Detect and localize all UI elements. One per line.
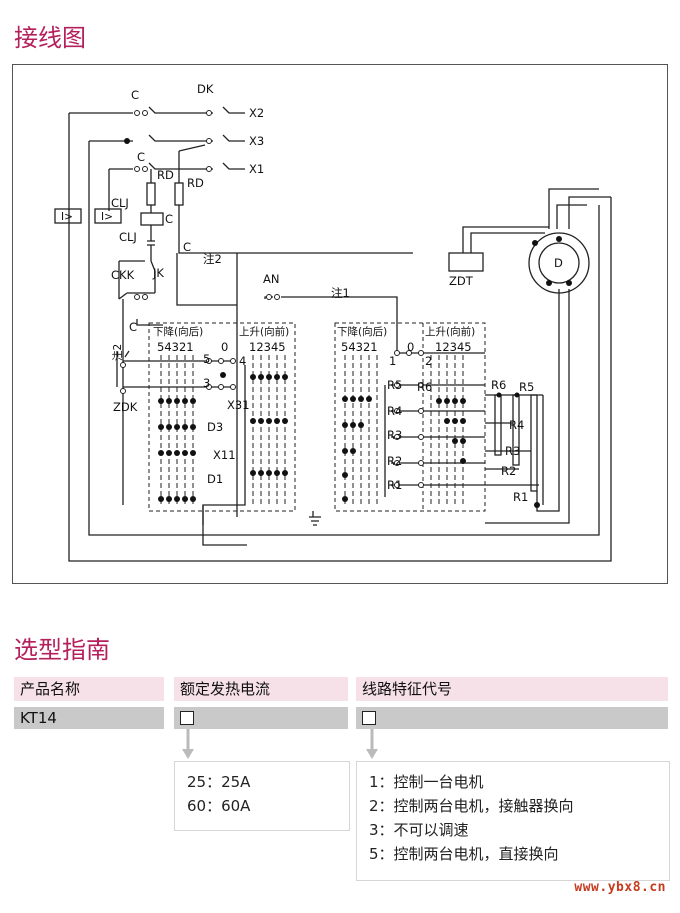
label-r3-ctrl: R3 (387, 428, 402, 442)
wiring-diagram-title: 接线图 (14, 24, 86, 52)
circuit-code-slot (356, 707, 668, 729)
circuit-options: 1：控制一台电机 2：控制两台电机，接触器换向 3：不可以调速 5：控制两台电机… (356, 761, 670, 881)
label-x2: X2 (249, 106, 264, 120)
product-value: KT14 (14, 707, 164, 729)
label-n4: 4 (239, 354, 246, 368)
label-x11: X11 (213, 448, 236, 462)
label-x3: X3 (249, 134, 264, 148)
label-r4-ctrl: R4 (387, 404, 402, 418)
label-n3: 3 (203, 376, 210, 390)
label-r3: R3 (505, 444, 520, 458)
label-note1: 注1 (331, 286, 350, 300)
site-watermark: www.ybx8.cn (574, 880, 666, 895)
header-circuit-code: 线路特征代号 (356, 677, 668, 701)
label-up-digits-left: 12345 (249, 340, 286, 354)
label-zdt: ZDT (449, 274, 474, 288)
label-r6-ctrl: R6 (417, 380, 432, 394)
label-r5: R5 (519, 380, 534, 394)
label-down-digits-right: 54321 (341, 340, 378, 354)
label-c-2: C (137, 150, 145, 164)
label-c-4: C (183, 240, 191, 254)
overcurrent-relay-left: I> (61, 211, 73, 223)
current-arrow (182, 729, 194, 759)
circuit-option: 3：不可以调速 (369, 821, 469, 839)
header-product-name: 产品名称 (14, 677, 164, 701)
label-r1-ctrl: R1 (387, 478, 402, 492)
current-option: 25：25A (187, 773, 251, 791)
label-down-digits-left: 54321 (157, 340, 194, 354)
label-r4: R4 (509, 418, 524, 432)
label-r5-ctrl: R5 (387, 378, 402, 392)
wiring-diagram: C DK X2 X3 X1 C RD RD CLJ C CLJ C 注2 JK … (12, 64, 668, 584)
current-option: 60：60A (187, 797, 251, 815)
circuit-arrow (366, 729, 378, 759)
label-clj-1: CLJ (111, 196, 129, 210)
label-rd-2: RD (187, 176, 204, 190)
label-note2-side: 注2 (111, 344, 124, 361)
code-placeholder-box (362, 711, 376, 725)
label-dk: DK (197, 82, 214, 96)
label-r2-ctrl: R2 (387, 454, 402, 468)
code-placeholder-box (180, 711, 194, 725)
label-zero-left: 0 (221, 340, 228, 354)
label-c-5: C (129, 320, 137, 334)
overcurrent-relay-right: I> (101, 211, 113, 223)
label-motor-d: D (554, 256, 563, 270)
wiring-diagram-svg: C DK X2 X3 X1 C RD RD CLJ C CLJ C 注2 JK … (54, 82, 612, 562)
header-rated-current: 额定发热电流 (174, 677, 348, 701)
label-d3: D3 (207, 420, 223, 434)
label-down-left: 下降(向后) (153, 325, 203, 338)
label-up-digits-right: 12345 (435, 340, 472, 354)
label-r1: R1 (513, 490, 528, 504)
circuit-option: 2：控制两台电机，接触器换向 (369, 797, 574, 815)
label-n5: 5 (203, 352, 210, 366)
label-jk: JK (152, 266, 164, 280)
label-note2-top: 注2 (203, 252, 222, 266)
label-zdk: ZDK (113, 400, 138, 414)
label-an: AN (263, 272, 279, 286)
label-r6: R6 (491, 378, 506, 392)
current-options: 25：25A 60：60A (174, 761, 350, 831)
label-d1: D1 (207, 472, 223, 486)
label-n2: 2 (425, 354, 432, 368)
label-rd-1: RD (157, 168, 174, 182)
label-n1: 1 (389, 354, 396, 368)
label-down-right: 下降(向后) (337, 325, 387, 338)
label-up-left: 上升(向前) (239, 325, 289, 338)
label-x1: X1 (249, 162, 264, 176)
label-zero-right: 0 (407, 340, 414, 354)
current-code-slot (174, 707, 348, 729)
selection-guide-title: 选型指南 (14, 636, 110, 664)
label-c-3: C (165, 212, 173, 226)
label-x31: X31 (227, 398, 250, 412)
label-ckk: CKK (111, 268, 135, 282)
label-r2: R2 (501, 464, 516, 478)
label-c-top: C (131, 88, 139, 102)
label-clj-2: CLJ (119, 230, 137, 244)
circuit-option: 1：控制一台电机 (369, 773, 484, 791)
label-up-right: 上升(向前) (425, 325, 475, 338)
circuit-option: 5：控制两台电机，直接换向 (369, 845, 559, 863)
